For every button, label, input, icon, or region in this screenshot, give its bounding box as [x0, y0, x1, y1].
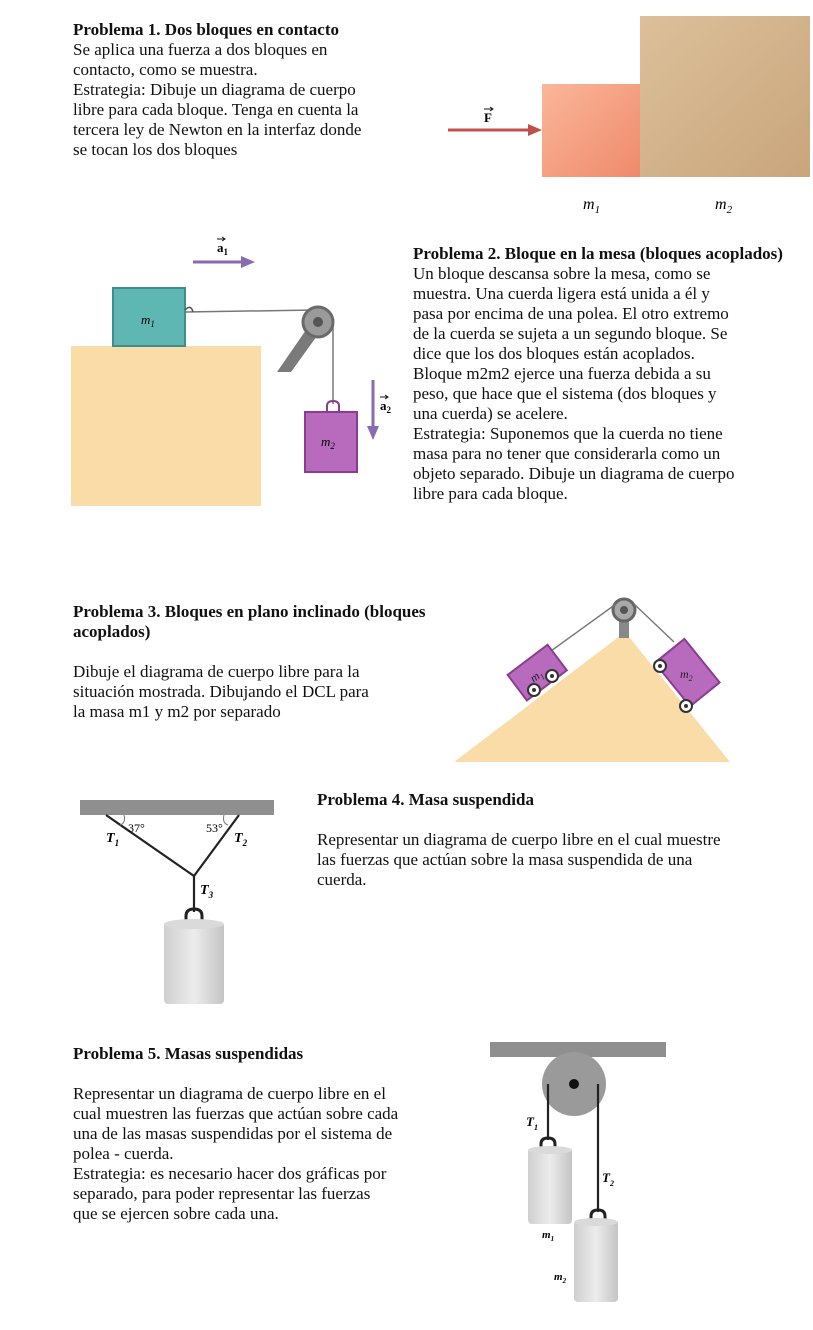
angle-arc	[223, 814, 229, 826]
figure-4-suspended-mass: 37° 53° T1 T2 T3	[80, 800, 274, 1004]
problem-1: Problema 1. Dos bloques en contacto Se a…	[73, 20, 443, 160]
problem-5-title: Problema 5. Masas suspendidas	[73, 1044, 304, 1063]
problem-3-line: Dibuje el diagrama de cuerpo libre para …	[73, 662, 360, 681]
problem-1-line: contacto, como se muestra.	[73, 60, 258, 79]
problem-2-line: dice que los dos bloques están acoplados…	[413, 344, 695, 363]
problem-1-line: Estrategia: Dibuje un diagrama de cuerpo	[73, 80, 356, 99]
cart-m1: m1	[506, 643, 569, 702]
block-m1	[542, 84, 640, 177]
angle-label-37: 37°	[128, 821, 145, 835]
problem-2-line: muestra. Una cuerda ligera está unida a …	[413, 284, 710, 303]
tension-label-t1: T1	[526, 1114, 538, 1132]
problem-3-line: situación mostrada. Dibujando el DCL par…	[73, 682, 369, 701]
problem-2: Problema 2. Bloque en la mesa (bloques a…	[413, 244, 809, 504]
problem-1-line: se tocan los dos bloques	[73, 140, 238, 159]
problem-1-title: Problema 1. Dos bloques en contacto	[73, 20, 340, 39]
hook-icon	[184, 907, 204, 922]
string	[543, 603, 617, 657]
problem-2-line: peso, que hace que el sistema (dos bloqu…	[413, 384, 717, 403]
hook-icon	[184, 306, 194, 313]
string	[184, 309, 316, 313]
tension-label-t1: T1	[106, 831, 119, 848]
tension-label-t3: T3	[200, 883, 214, 900]
accel-label-a2: a2	[380, 398, 392, 415]
figure-2-table-pulley: a1 m1 m2 a2	[71, 236, 392, 506]
tension-label-t2: T2	[602, 1170, 614, 1188]
cart-m2	[653, 637, 722, 708]
problem-1-line: tercera ley de Newton en la interfaz don…	[73, 120, 362, 139]
problem-1-line: libre para cada bloque. Tenga en cuenta …	[73, 100, 359, 119]
problem-1-line: Se aplica una fuerza a dos bloques en	[73, 40, 328, 59]
figure-5-pulley-masses: T1 T2 m1 m2	[490, 1042, 666, 1302]
accel-label-a1: a1	[217, 240, 229, 257]
mass-cylinder-m1	[528, 1148, 572, 1224]
table	[71, 346, 261, 506]
ceiling-beam	[490, 1042, 666, 1057]
hook-icon	[326, 399, 340, 412]
problem-2-line: objeto separado. Dibuje un diagrama de c…	[413, 464, 735, 483]
problem-5-line: Representar un diagrama de cuerpo libre …	[73, 1084, 386, 1103]
rope-t1	[105, 814, 195, 877]
block-m2	[304, 411, 358, 473]
mass-label-m1: m1	[141, 312, 155, 329]
problem-2-line: Bloque m2m2 ejerce una fuerza debida a s…	[413, 364, 711, 383]
problem-3-title: Problema 3. Bloques en plano inclinado (…	[73, 602, 426, 641]
mass-cylinder-m2	[574, 1220, 618, 1302]
problem-2-line: pasa por encima de una polea. El otro ex…	[413, 304, 729, 323]
problem-4-line: las fuerzas que actúan sobre la masa sus…	[317, 850, 693, 869]
problem-2-line: Estrategia: Suponemos que la cuerda no t…	[413, 424, 723, 443]
problem-5-line: que se ejercen sobre cada una.	[73, 1204, 279, 1223]
force-arrow-head	[528, 124, 542, 136]
block-m1	[112, 287, 186, 347]
incline-wedge	[454, 632, 730, 762]
problem-5-line: Estrategia: es necesario hacer dos gráfi…	[73, 1164, 387, 1183]
hook-icon	[589, 1208, 607, 1220]
problem-2-line: una cuerda) se acelere.	[413, 404, 568, 423]
mass-label-m1: m1	[542, 1229, 554, 1243]
figure-3-incline: m1 m2	[454, 597, 730, 762]
mass-label-m2: m2	[680, 667, 693, 683]
figure-1-contact-blocks: F m1 m2	[448, 16, 810, 216]
problem-5-line: separado, para poder representar las fue…	[73, 1184, 371, 1203]
problem-2-line: de la cuerda se sujeta a un segundo bloq…	[413, 324, 728, 343]
force-label: F	[484, 110, 492, 125]
problem-5-line: una de las masas suspendidas por el sist…	[73, 1124, 393, 1143]
problem-2-line: Un bloque descansa sobre la mesa, como s…	[413, 264, 711, 283]
problem-5: Problema 5. Masas suspendidas Representa…	[73, 1044, 473, 1224]
mass-label-m2: m2	[554, 1271, 567, 1285]
mass-cylinder	[164, 922, 224, 1004]
problem-4-title: Problema 4. Masa suspendida	[317, 790, 534, 809]
block-m2	[640, 16, 810, 177]
problem-2-line: masa para no tener que considerarla como…	[413, 444, 721, 463]
problem-5-line: cual muestren las fuerzas que actúan sob…	[73, 1104, 399, 1123]
angle-arc	[119, 814, 125, 826]
vector-arrow-icon	[484, 106, 494, 112]
problem-4: Problema 4. Masa suspendida Representar …	[317, 790, 813, 890]
problem-3-line: la masa m1 y m2 por separado	[73, 702, 281, 721]
mass-label-m1: m1	[583, 196, 600, 216]
problem-4-line: Representar un diagrama de cuerpo libre …	[317, 830, 721, 849]
string	[633, 603, 675, 643]
problem-4-line: cuerda.	[317, 870, 367, 889]
hook-icon	[539, 1136, 557, 1148]
tension-label-t2: T2	[234, 831, 248, 848]
angle-label-53: 53°	[206, 821, 223, 835]
mass-label-m2: m2	[321, 434, 335, 451]
mass-label-m2: m2	[715, 196, 733, 216]
rope-t2	[193, 814, 240, 877]
ceiling-beam	[80, 800, 274, 815]
problem-2-title: Problema 2. Bloque en la mesa (bloques a…	[413, 244, 783, 263]
problem-3: Problema 3. Bloques en plano inclinado (…	[73, 602, 433, 722]
problem-5-line: polea - cuerda.	[73, 1144, 174, 1163]
problem-2-line: libre para cada bloque.	[413, 484, 568, 503]
